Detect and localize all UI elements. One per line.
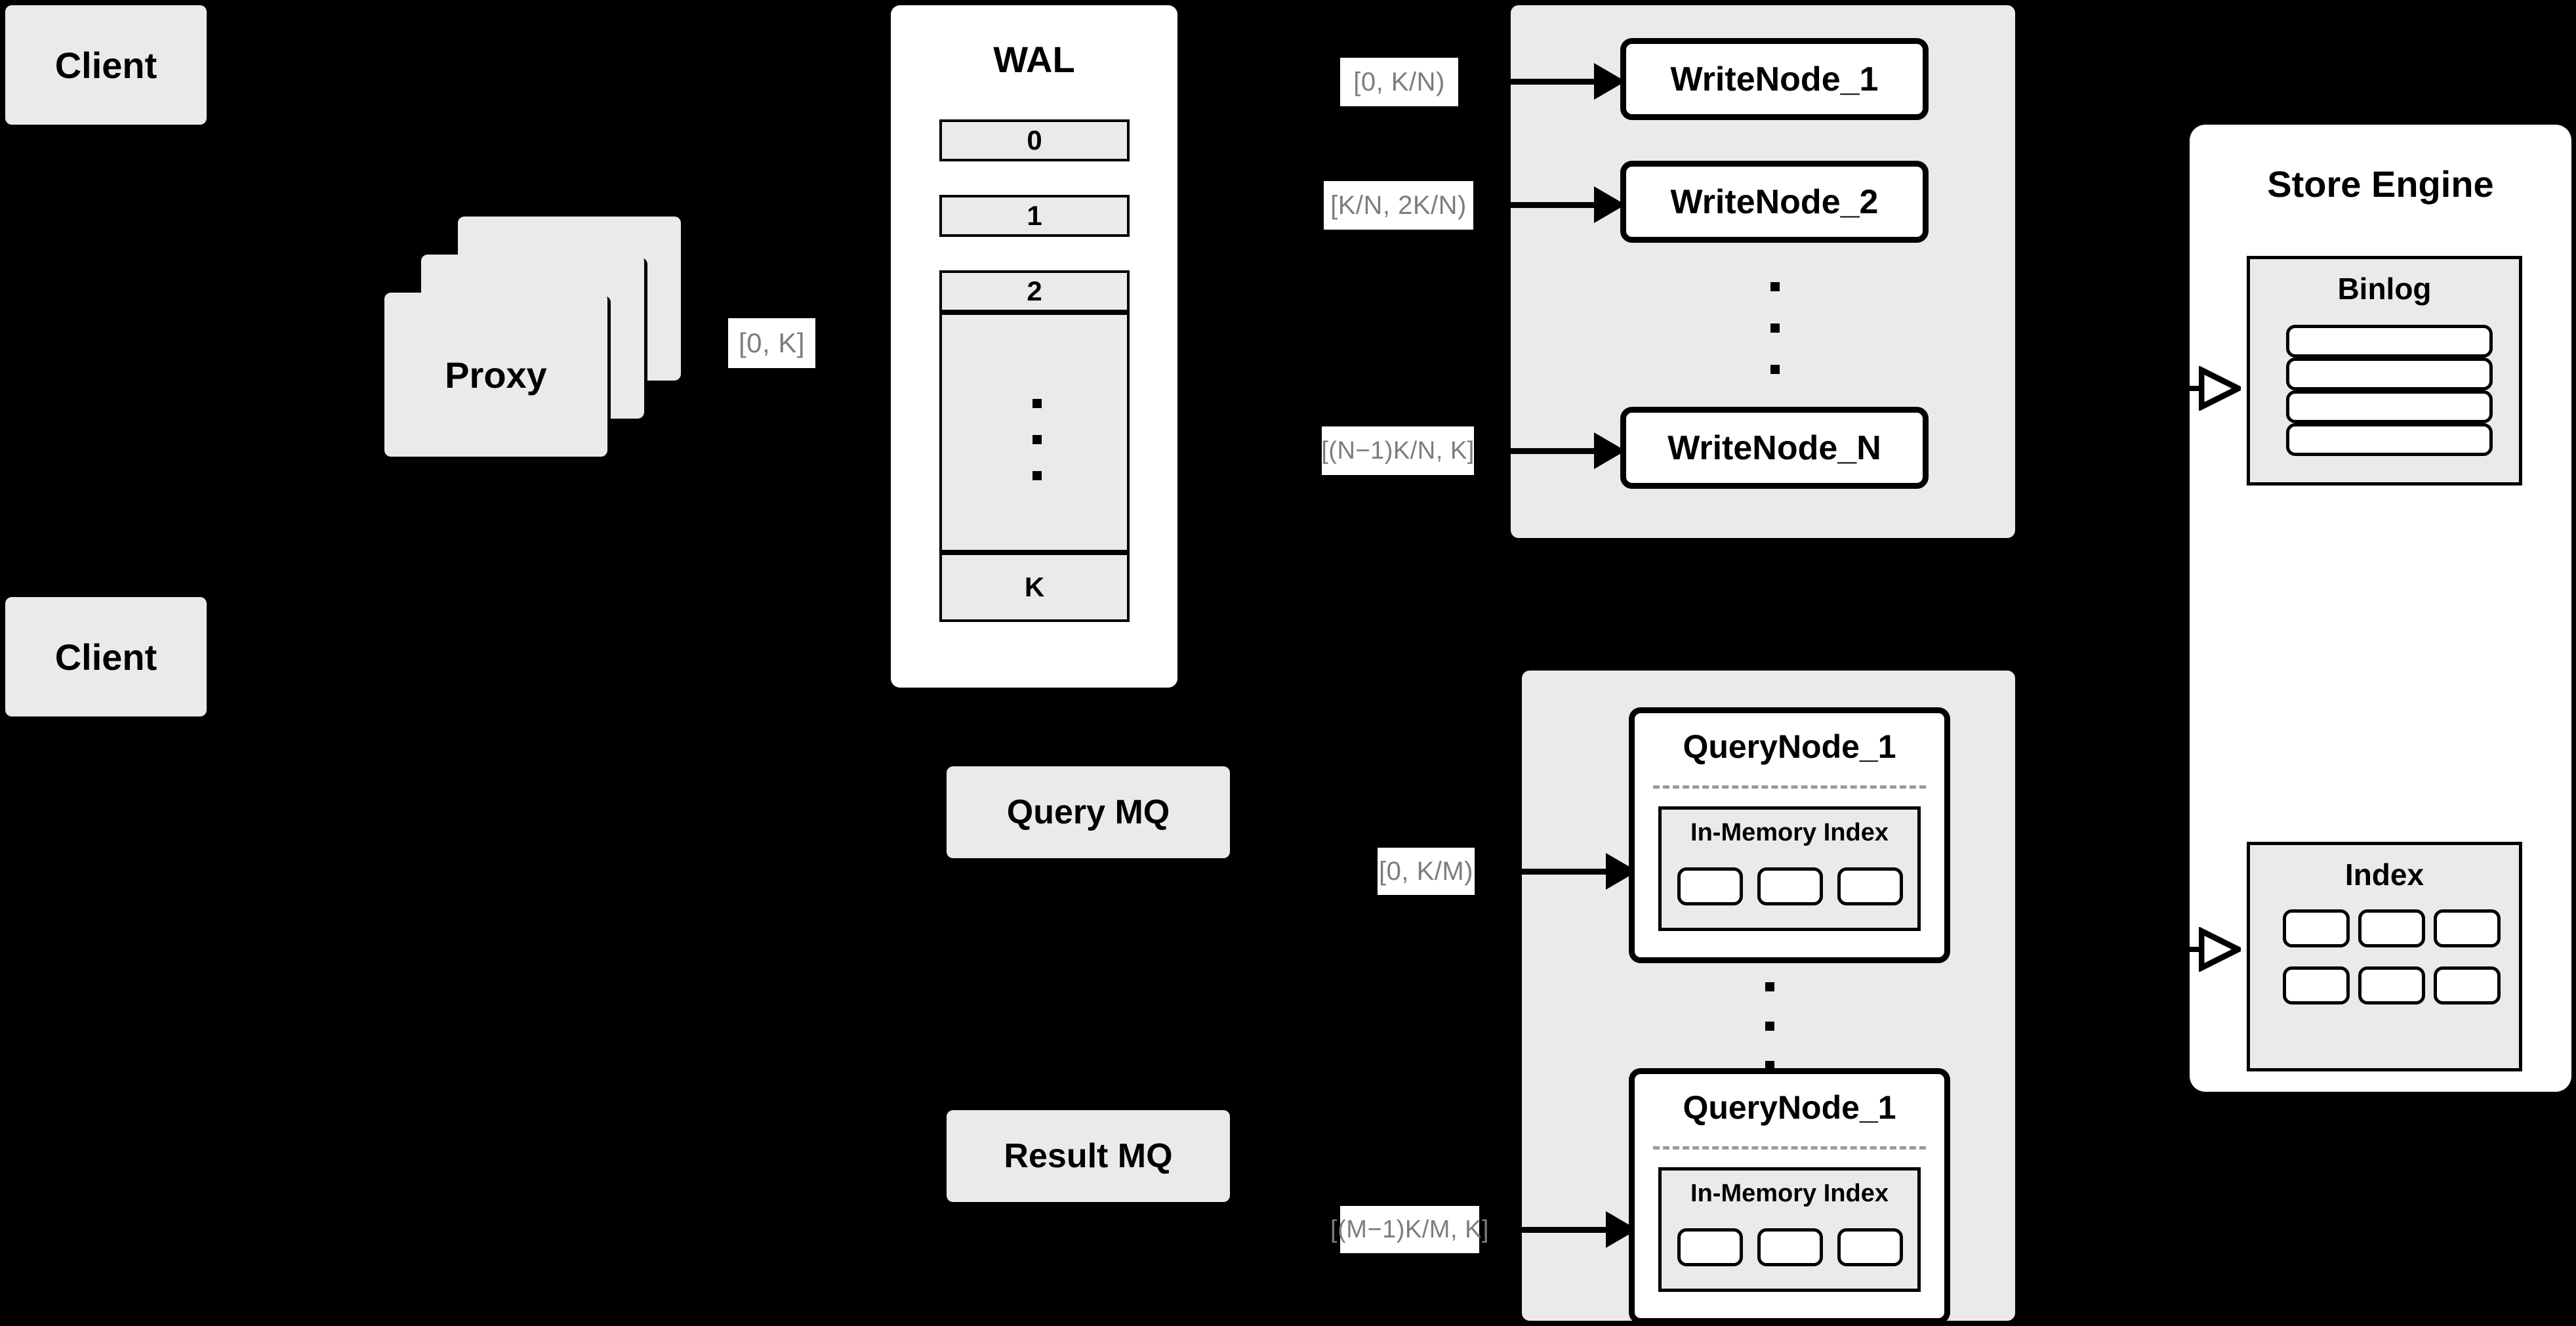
- wal-row-ellipsis: [939, 312, 1130, 552]
- edge-label-writenode-1-text: [0, K/N): [1353, 67, 1445, 96]
- store-index-slot-3[interactable]: [2434, 909, 2501, 947]
- client-box-1[interactable]: Client: [5, 5, 207, 125]
- edge-label-proxy-to-wal-text: [0, K]: [738, 327, 806, 358]
- result-mq-label: Result MQ: [1004, 1137, 1173, 1175]
- write-node-1-label: WriteNode_1: [1670, 60, 1879, 98]
- binlog-row-3[interactable]: [2286, 390, 2493, 423]
- store-index-slot-6[interactable]: [2434, 966, 2501, 1005]
- write-node-n[interactable]: WriteNode_N: [1620, 407, 1929, 489]
- arrow-line-writenode-2: [1511, 202, 1596, 208]
- arrow-head-binlog-open-icon: [2199, 366, 2241, 411]
- query-cluster-ellipsis-dot-3: [1765, 1061, 1774, 1070]
- wal-row-1[interactable]: 1: [939, 195, 1130, 237]
- query-node-n-index-slot-2[interactable]: [1757, 1228, 1823, 1266]
- edge-label-querynode-1-text: [0, K/M): [1378, 856, 1474, 886]
- wal-title: WAL: [993, 39, 1075, 80]
- arrow-line-writenode-1: [1511, 79, 1596, 85]
- binlog-title: Binlog: [2337, 272, 2432, 306]
- write-node-1[interactable]: WriteNode_1: [1620, 38, 1929, 120]
- write-node-2-label: WriteNode_2: [1670, 182, 1879, 221]
- query-node-1-index-slot-3[interactable]: [1837, 867, 1903, 905]
- query-node-n-index-slot-1[interactable]: [1677, 1228, 1743, 1266]
- query-node-1-index-slot-1[interactable]: [1677, 867, 1743, 905]
- client-box-2[interactable]: Client: [5, 597, 207, 716]
- query-node-n[interactable]: QueryNode_1 In-Memory Index: [1629, 1068, 1950, 1324]
- store-index-slot-4[interactable]: [2283, 966, 2350, 1005]
- write-node-n-label: WriteNode_N: [1667, 428, 1881, 467]
- write-cluster-ellipsis-dot-2: [1770, 323, 1780, 333]
- arrow-line-to-index: [2165, 947, 2203, 952]
- query-node-n-index-slot-3[interactable]: [1837, 1228, 1903, 1266]
- store-index-title: Index: [2344, 858, 2424, 892]
- wal-row-0[interactable]: 0: [939, 119, 1130, 161]
- wal-row-2[interactable]: 2: [939, 270, 1130, 312]
- result-mq-box[interactable]: Result MQ: [947, 1110, 1230, 1202]
- wal-row-k[interactable]: K: [939, 552, 1130, 622]
- query-node-n-inmemory-index: In-Memory Index: [1658, 1167, 1921, 1292]
- query-mq-label: Query MQ: [1006, 793, 1170, 831]
- wal-row-label-k: K: [1024, 571, 1045, 602]
- write-cluster-ellipsis-dot-1: [1770, 282, 1780, 291]
- wal-row-label-1: 1: [1027, 200, 1042, 231]
- edge-label-proxy-to-wal: [0, K]: [728, 318, 815, 368]
- wal-row-label-0: 0: [1027, 125, 1042, 155]
- edge-label-querynode-n-text: [(M−1)K/M, K]: [1330, 1215, 1489, 1243]
- query-node-1[interactable]: QueryNode_1 In-Memory Index: [1629, 707, 1950, 963]
- wal-ellipsis-dot-1: [1032, 399, 1042, 408]
- edge-label-writenode-2: [K/N, 2K/N): [1324, 181, 1473, 230]
- query-node-n-index-title: In-Memory Index: [1690, 1180, 1889, 1207]
- arrow-head-index-open-icon: [2199, 927, 2241, 972]
- edge-label-writenode-1: [0, K/N): [1340, 58, 1458, 106]
- query-cluster-ellipsis-dot-1: [1765, 982, 1774, 991]
- query-node-1-index-slot-2[interactable]: [1757, 867, 1823, 905]
- wal-ellipsis-dot-3: [1032, 471, 1042, 480]
- store-index-slot-1[interactable]: [2283, 909, 2350, 947]
- query-node-1-separator: [1653, 785, 1926, 789]
- store-index-panel: Index: [2247, 842, 2522, 1071]
- wal-row-label-2: 2: [1027, 276, 1042, 306]
- query-node-1-index-title: In-Memory Index: [1690, 819, 1889, 846]
- edge-label-querynode-1: [0, K/M): [1378, 848, 1475, 895]
- write-node-2[interactable]: WriteNode_2: [1620, 161, 1929, 243]
- binlog-row-1[interactable]: [2286, 325, 2493, 358]
- write-cluster-ellipsis-dot-3: [1770, 365, 1780, 374]
- binlog-row-2[interactable]: [2286, 358, 2493, 390]
- store-index-slot-5[interactable]: [2358, 966, 2425, 1005]
- query-cluster-ellipsis-dot-2: [1765, 1022, 1774, 1031]
- arrow-line-to-binlog: [2165, 386, 2203, 391]
- edge-label-writenode-2-text: [K/N, 2K/N): [1330, 190, 1467, 220]
- query-node-1-label: QueryNode_1: [1683, 728, 1896, 765]
- proxy-label: Proxy: [445, 354, 547, 396]
- query-node-n-separator: [1653, 1146, 1926, 1150]
- edge-label-querynode-n: [(M−1)K/M, K]: [1330, 1206, 1488, 1253]
- query-node-1-inmemory-index: In-Memory Index: [1658, 806, 1921, 931]
- binlog-panel: Binlog: [2247, 256, 2522, 486]
- binlog-row-4[interactable]: [2286, 423, 2493, 456]
- query-node-n-label: QueryNode_1: [1683, 1089, 1896, 1126]
- arrow-line-querynode-n: [1522, 1227, 1607, 1233]
- arrow-line-querynode-1: [1522, 869, 1607, 875]
- client-label-2: Client: [54, 636, 157, 678]
- edge-label-writenode-n: [(N−1)K/N, K]: [1321, 426, 1475, 475]
- proxy-card-front[interactable]: Proxy: [384, 293, 607, 457]
- edge-label-writenode-n-text: [(N−1)K/N, K]: [1321, 436, 1475, 465]
- arrow-line-writenode-n: [1511, 448, 1596, 454]
- store-index-slot-2[interactable]: [2358, 909, 2425, 947]
- client-label-1: Client: [54, 44, 157, 86]
- store-engine-title: Store Engine: [2267, 163, 2494, 205]
- wal-ellipsis-dot-2: [1032, 435, 1042, 444]
- query-mq-box[interactable]: Query MQ: [947, 766, 1230, 858]
- proxy-stack[interactable]: Proxy: [380, 217, 708, 457]
